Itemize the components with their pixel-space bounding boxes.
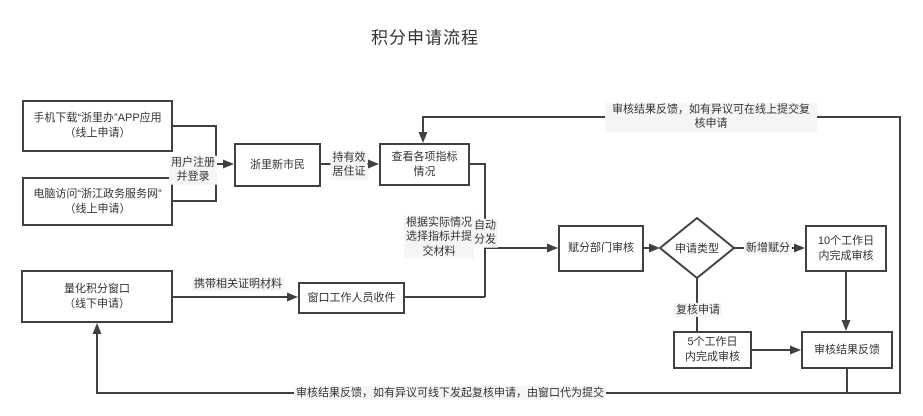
edge-label-carry-materials: 携带相关证明材料	[192, 276, 284, 292]
arrowhead-to-view-indicators	[368, 159, 379, 169]
arrowhead-ten-to-feedback	[841, 320, 851, 331]
node-pc-portal: 电脑访问“浙江政务服务网” （线上申请）	[22, 177, 173, 226]
edge-online-feedback	[422, 116, 901, 394]
edge-label-review-application: 复核申请	[674, 302, 722, 318]
page-title: 积分申请流程	[371, 28, 479, 48]
node-view-indicators: 查看各项指标 情况	[379, 143, 470, 186]
arrowhead-to-scoring-dept	[547, 243, 558, 253]
node-new-citizen: 浙里新市民	[234, 143, 321, 187]
arrowhead-to-new-citizen	[223, 159, 234, 169]
edge-label-residence-permit: 持有效 居住证	[330, 150, 368, 180]
node-offline-window: 量化积分窗口 （线下申请）	[21, 270, 173, 323]
node-five-days-review: 5个工作日 内完成审核	[673, 331, 752, 369]
arrowhead-five-to-feedback	[790, 345, 801, 355]
edge-label-auto-dispatch: 自动 分发	[472, 218, 498, 248]
arrowhead-to-window-staff	[287, 292, 298, 302]
edge-label-offline-feedback: 审核结果反馈，如有异议可线下发起复核申请，由窗口代为提交	[294, 385, 606, 401]
node-review-result-feedback: 审核结果反馈	[801, 331, 893, 369]
edge-label-online-feedback: 审核结果反馈，如有异议可在线上提交复核申请	[605, 102, 817, 132]
arrowhead-to-view-indicators-top	[418, 132, 428, 143]
edge-label-register-login: 用户注册 并登录	[169, 155, 217, 185]
edge-indicators-down	[469, 163, 486, 297]
edge-label-new-scoring: 新增赋分	[744, 240, 792, 256]
node-apply-type: 申请类型	[675, 243, 719, 255]
node-scoring-dept-review: 赋分部门审核	[558, 225, 644, 272]
arrowhead-to-diamond	[649, 243, 660, 253]
node-window-staff-receive: 窗口工作人员收件	[298, 282, 405, 314]
node-ten-days-review: 10个工作日 内完成审核	[805, 225, 887, 272]
arrowhead-to-offline-window	[92, 323, 102, 334]
edge-label-choose-indicators: 根据实际情况 选择指标并提 交材料	[404, 215, 474, 259]
arrowhead-to-ten-days	[794, 243, 805, 253]
decision-diamond	[658, 216, 736, 280]
node-mobile-app: 手机下载“浙里办”APP应用 （线上申请）	[22, 100, 173, 152]
